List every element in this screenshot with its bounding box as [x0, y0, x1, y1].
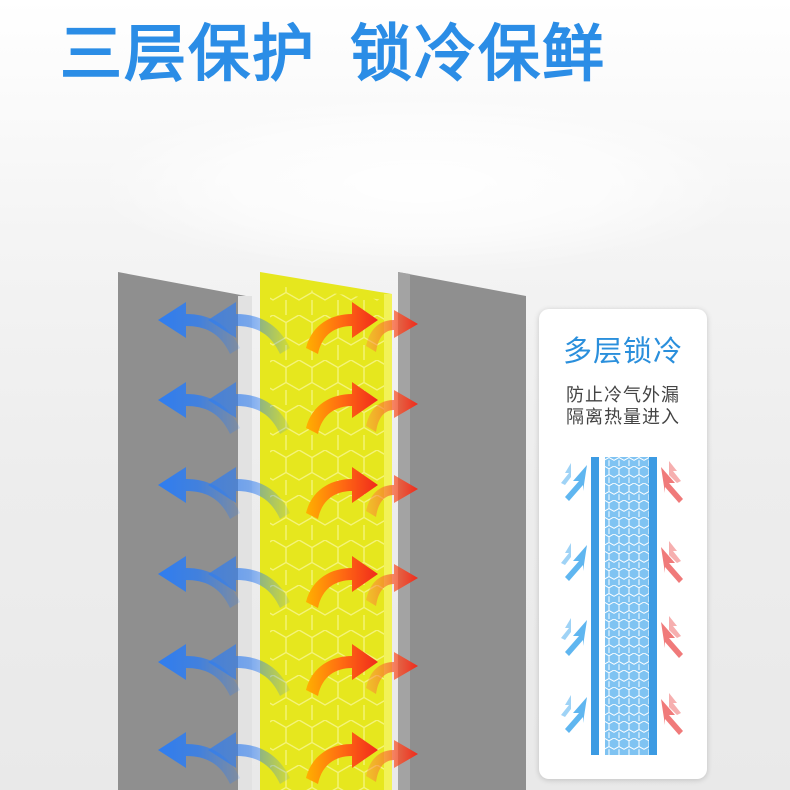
- cold-airflow-arrow-icon: [158, 382, 240, 434]
- cold-airflow-arrow-icon: [561, 463, 587, 501]
- cold-airflow-arrow-icon: [158, 732, 240, 784]
- card-desc-line: 隔离热量进入: [566, 407, 680, 428]
- cold-airflow-arrow-icon: [208, 732, 290, 784]
- cold-airflow-arrow-icon: [208, 467, 290, 519]
- cold-airflow-arrow-icon: [561, 543, 587, 581]
- card-desc-line: 防止冷气外漏: [566, 385, 680, 406]
- cold-airflow-arrow-icon: [208, 382, 290, 434]
- heat-airflow-arrow-icon: [366, 475, 418, 517]
- heat-airflow-arrow-icon: [306, 382, 378, 434]
- heat-airflow-arrow-icon: [306, 302, 378, 354]
- cold-airflow-arrow-icon: [561, 618, 587, 656]
- card-title: 多层锁冷: [562, 334, 683, 368]
- cold-airflow-arrow-icon: [158, 467, 240, 519]
- heat-airflow-arrow-icon: [366, 390, 418, 432]
- background-glow: [110, 100, 730, 270]
- heat-airflow-arrow-icon: [306, 732, 378, 784]
- heat-airflow-arrow-icon: [366, 740, 418, 782]
- heat-airflow-arrow-icon: [661, 693, 683, 735]
- heat-airflow-arrow-icon: [661, 616, 683, 658]
- outer-layer-left: [118, 272, 246, 790]
- cold-airflow-arrow-icon: [158, 644, 240, 696]
- heat-airflow-arrow-icon: [306, 556, 378, 608]
- heat-airflow-arrow-icon: [366, 310, 418, 352]
- card-description: 防止冷气外漏 隔离热量进入: [539, 385, 707, 429]
- cold-airflow-arrow-icon: [158, 556, 240, 608]
- cold-airflow-arrow-icon: [208, 556, 290, 608]
- heat-airflow-arrow-icon: [306, 467, 378, 519]
- heat-airflow-arrow-icon: [366, 564, 418, 606]
- heat-airflow-arrow-icon: [306, 644, 378, 696]
- headline-part-2: 锁冷保鲜: [350, 17, 607, 90]
- cold-airflow-arrow-icon: [208, 302, 290, 354]
- cold-airflow-arrow-icon: [561, 695, 587, 733]
- mini-layer-right: [649, 457, 657, 755]
- heat-airflow-arrow-icon: [661, 541, 683, 583]
- cold-airflow-arrow-icon: [158, 302, 240, 354]
- heat-airflow-arrow-icon: [661, 461, 683, 503]
- outer-layer-right: [398, 272, 526, 790]
- headline-part-1: 三层保护: [60, 17, 317, 90]
- heat-airflow-arrow-icon: [366, 652, 418, 694]
- mini-layer-left: [591, 457, 599, 755]
- info-card: 多层锁冷 防止冷气外漏 隔离热量进入: [539, 309, 707, 779]
- cold-airflow-arrow-icon: [208, 644, 290, 696]
- headline: 三层保护锁冷保鲜: [60, 14, 740, 94]
- mini-insulation-diagram: [561, 457, 683, 755]
